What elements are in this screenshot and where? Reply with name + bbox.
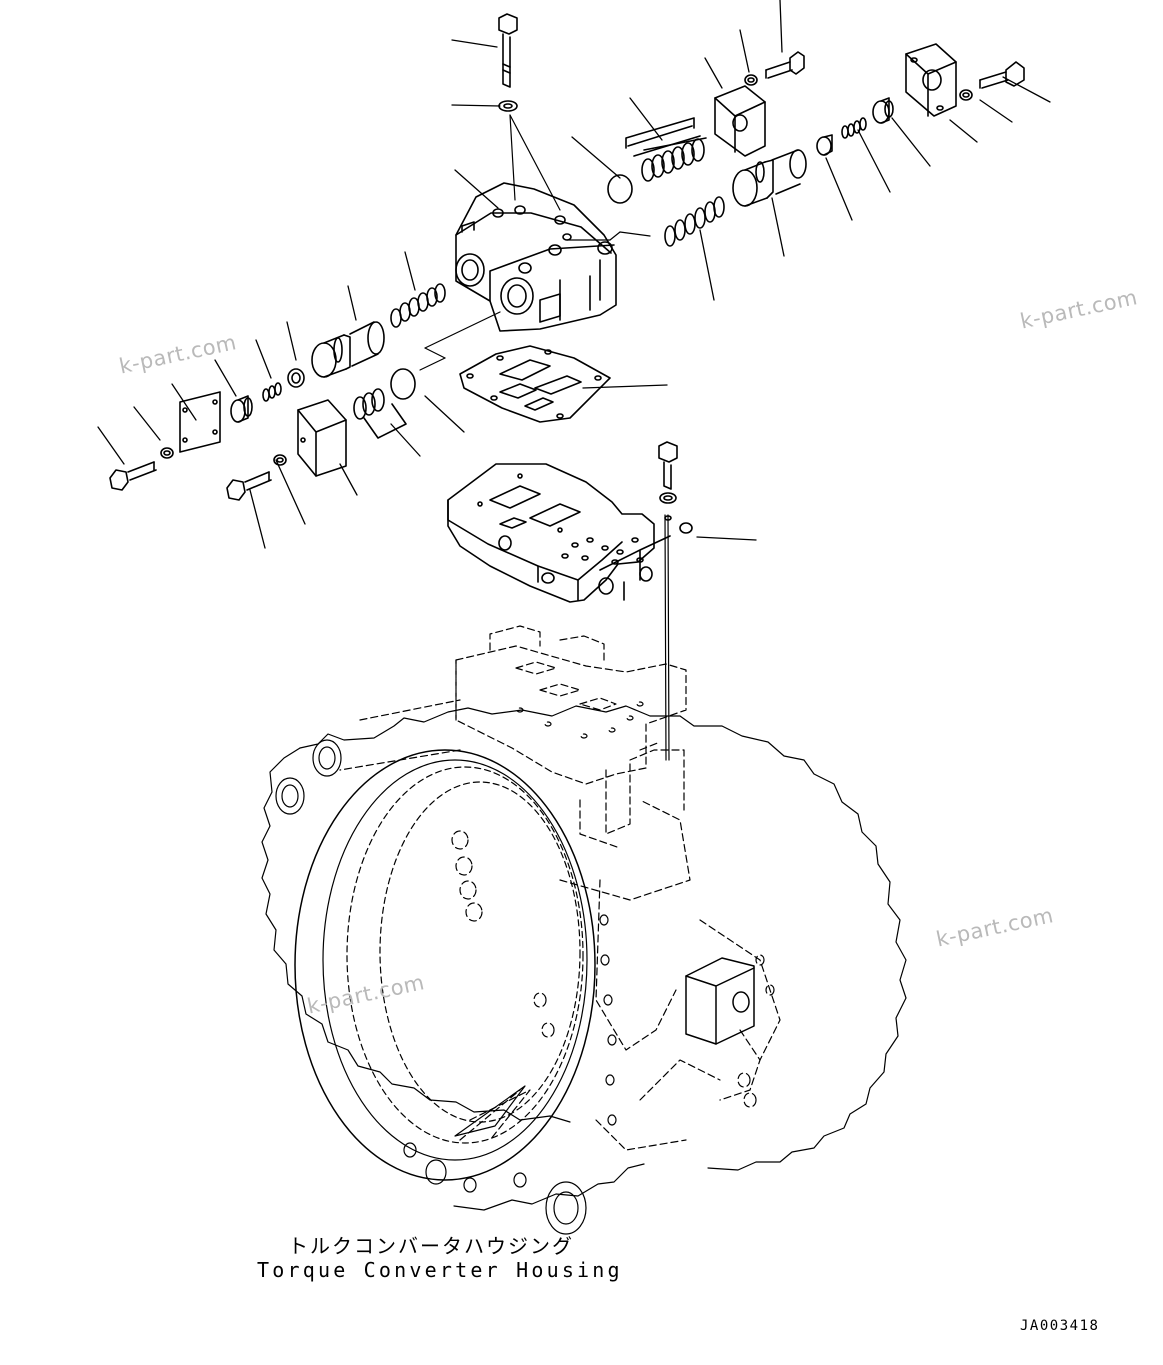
drawing-code: JA003418 xyxy=(1020,1318,1100,1334)
top-bolt xyxy=(498,13,518,88)
cover-plate-upper xyxy=(714,85,766,157)
top-washer xyxy=(498,100,518,112)
small-spring-upper xyxy=(841,117,867,139)
sleeve-left xyxy=(230,395,253,423)
spool-upper xyxy=(732,149,807,207)
housing-label-japanese: トルクコンバータハウジング xyxy=(288,1234,574,1258)
bolt-upper-right xyxy=(979,61,1025,89)
plate-bolt xyxy=(658,441,678,490)
torque-converter-housing xyxy=(261,625,907,1235)
plug-left xyxy=(287,368,305,388)
spring-set-lower xyxy=(353,388,407,439)
bolt-left xyxy=(109,461,157,491)
housing-label-english: Torque Converter Housing xyxy=(257,1258,623,1282)
spool-left xyxy=(311,321,385,378)
washer-upper xyxy=(744,74,758,86)
spring-left xyxy=(390,283,446,328)
gasket-plate xyxy=(459,345,611,423)
bolt-lower xyxy=(226,471,272,501)
washer-left xyxy=(160,447,174,459)
sleeve-upper xyxy=(872,97,894,124)
plate-washer xyxy=(659,492,677,504)
valve-body xyxy=(455,182,617,332)
guide-lines xyxy=(419,114,670,761)
valve-plate xyxy=(447,463,693,603)
cover-plate-upper-right xyxy=(905,43,957,117)
o-ring-lower xyxy=(390,368,416,400)
spring-mid-upper xyxy=(664,196,725,247)
washer-upper-right xyxy=(959,89,973,101)
leader-lines xyxy=(97,0,1051,549)
washer-lower xyxy=(273,454,287,466)
o-ring-upper xyxy=(607,174,633,204)
spring-set-upper xyxy=(625,117,707,182)
small-spring-left xyxy=(262,382,282,402)
cover-plate-lower xyxy=(297,399,347,477)
bolt-upper xyxy=(765,51,805,79)
plug-upper xyxy=(816,134,833,156)
cover-plate-left xyxy=(179,391,221,453)
